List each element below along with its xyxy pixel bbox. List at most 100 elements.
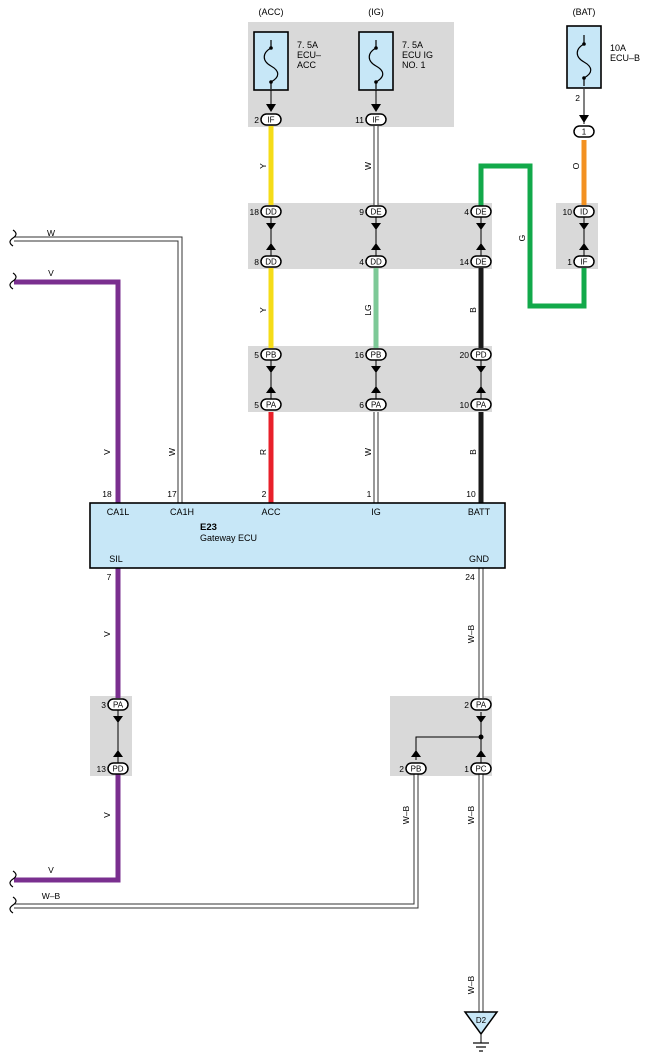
fuse-acc-line-1: 7. 5A xyxy=(297,40,318,50)
fuse-acc xyxy=(253,31,289,112)
svg-text:PA: PA xyxy=(476,401,487,410)
fuse-bat-header: (BAT) xyxy=(573,7,596,17)
ecu-pin-num-batt: 10 xyxy=(466,489,476,499)
wirelabel-ig-upper: W xyxy=(363,162,373,170)
pin-left-bottom: 13 xyxy=(97,764,107,774)
ground-symbol xyxy=(463,1011,499,1052)
svg-text:PD: PD xyxy=(112,765,123,774)
fuse-acc-line-3: ACC xyxy=(297,60,317,70)
pin-row2-top-ig: 16 xyxy=(355,350,365,360)
fuse-ig-header: (IG) xyxy=(368,7,384,17)
fuse-ig-line-3: NO. 1 xyxy=(402,60,426,70)
svg-text:PD: PD xyxy=(475,351,486,360)
fuse-bat-line-1: 10A xyxy=(610,43,626,53)
ecu-pin-label-batt: BATT xyxy=(468,507,491,517)
wirelabel-gnd-pc: W–B xyxy=(466,805,476,824)
fuse-acc-line-2: ECU– xyxy=(297,50,321,60)
ecu-pin-label-ca1l: CA1L xyxy=(107,507,130,517)
ecu-name: Gateway ECU xyxy=(200,533,257,543)
wirelabel-batt-mid: B xyxy=(468,307,478,313)
ecu-pin-label-ig: IG xyxy=(371,507,381,517)
pin-row2-top-batt: 20 xyxy=(460,350,470,360)
fuse-acc-header: (ACC) xyxy=(259,7,284,17)
conn-row2-acc: PB PA xyxy=(260,348,282,411)
wirelabel-gnd-pb: W–B xyxy=(401,805,411,824)
pin-fuse-acc: 2 xyxy=(254,115,259,125)
break-mark-bottom-wb xyxy=(9,896,17,914)
svg-text:1: 1 xyxy=(582,128,587,137)
fuse-ig-line-1: 7. 5A xyxy=(402,40,423,50)
wirelabel-acc-low: R xyxy=(258,449,268,455)
ground-label: D2 xyxy=(476,1016,487,1025)
wirelabel-ca1l: V xyxy=(102,449,112,455)
conn-fuse-ig: IF xyxy=(365,113,387,126)
wirelabel-batt-low: B xyxy=(468,449,478,455)
svg-text:DE: DE xyxy=(475,258,486,267)
svg-text:IF: IF xyxy=(580,258,587,267)
ecu-pin-num-gnd: 24 xyxy=(465,572,475,582)
svg-text:PA: PA xyxy=(476,701,487,710)
wirelabel-sil-low: V xyxy=(102,812,112,818)
conn-left-junction: PA PD xyxy=(107,698,129,775)
wire-gnd-pb xyxy=(14,774,419,909)
wirelabel-ig-mid: LG xyxy=(363,304,373,315)
wire-green xyxy=(478,163,587,309)
wirelabel-bottom-v: V xyxy=(48,865,54,875)
wirelabel-left-w: W xyxy=(47,228,55,238)
ecu-pin-num-ca1l: 18 xyxy=(102,489,112,499)
conn-row1-ig: DE DD xyxy=(365,205,387,268)
conn-fuse-acc: IF xyxy=(260,113,282,126)
wirelabel-left-v: V xyxy=(48,268,54,278)
pin-right-b1: 2 xyxy=(399,764,404,774)
svg-text:DD: DD xyxy=(370,258,382,267)
conn-row1-bat: ID IF xyxy=(573,205,595,268)
pin-row1-top-batt: 4 xyxy=(464,207,469,217)
conn-row1-batt: DE DE xyxy=(470,205,492,268)
svg-text:IF: IF xyxy=(267,116,274,125)
wirelabel-sil: V xyxy=(102,631,112,637)
ecu-pin-num-acc: 2 xyxy=(262,489,267,499)
pin-row2-bottom-ig: 6 xyxy=(359,400,364,410)
ecu-pin-label-sil: SIL xyxy=(109,554,123,564)
svg-text:PB: PB xyxy=(266,351,277,360)
ecu-code: E23 xyxy=(200,522,217,533)
pin-left-top: 3 xyxy=(101,700,106,710)
wire-ca1l xyxy=(14,279,121,503)
ecu-pin-label-ca1h: CA1H xyxy=(170,507,194,517)
ecu-pin-num-ig: 1 xyxy=(367,489,372,499)
wirelabel-green: G xyxy=(517,235,527,242)
conn-right-junction: PA PB PC xyxy=(405,698,492,775)
fuse-bat-line-2: ECU–B xyxy=(610,53,640,63)
svg-text:DE: DE xyxy=(475,208,486,217)
conn-fuse-bat: 1 xyxy=(573,125,595,138)
wirelabel-ca1h: W xyxy=(167,448,177,456)
pin-right-b2: 1 xyxy=(464,764,469,774)
pin-row1-top-ig: 9 xyxy=(359,207,364,217)
svg-text:DE: DE xyxy=(370,208,381,217)
wirelabel-gnd-low: W–B xyxy=(466,975,476,994)
pin-row1-bottom-bat: 1 xyxy=(567,257,572,267)
pin-row2-bottom-batt: 10 xyxy=(460,400,470,410)
wirelabel-acc-upper: Y xyxy=(258,163,268,169)
svg-text:DD: DD xyxy=(265,258,277,267)
wirelabel-acc-mid: Y xyxy=(258,307,268,313)
break-mark-v xyxy=(9,272,17,290)
wirelabel-gnd-upper: W–B xyxy=(466,624,476,643)
svg-text:DD: DD xyxy=(265,208,277,217)
wirelabel-bottom-wb: W–B xyxy=(42,891,61,901)
wire-ca1h xyxy=(14,236,183,503)
wire-sil-low xyxy=(14,774,121,883)
ecu-pin-num-ca1h: 17 xyxy=(167,489,177,499)
pin-row2-top-acc: 5 xyxy=(254,350,259,360)
ecu-pin-num-sil: 7 xyxy=(107,572,112,582)
pin-row1-top-acc: 18 xyxy=(250,207,260,217)
pin-row1-bottom-batt: 14 xyxy=(460,257,470,267)
conn-row1-acc: DD DD xyxy=(260,205,282,268)
svg-text:PA: PA xyxy=(266,401,277,410)
conn-row2-ig: PB PA xyxy=(365,348,387,411)
gateway-ecu xyxy=(89,502,506,569)
pin-row1-top-bat: 10 xyxy=(563,207,573,217)
svg-text:PB: PB xyxy=(371,351,382,360)
wirelabel-ig-low: W xyxy=(363,448,373,456)
